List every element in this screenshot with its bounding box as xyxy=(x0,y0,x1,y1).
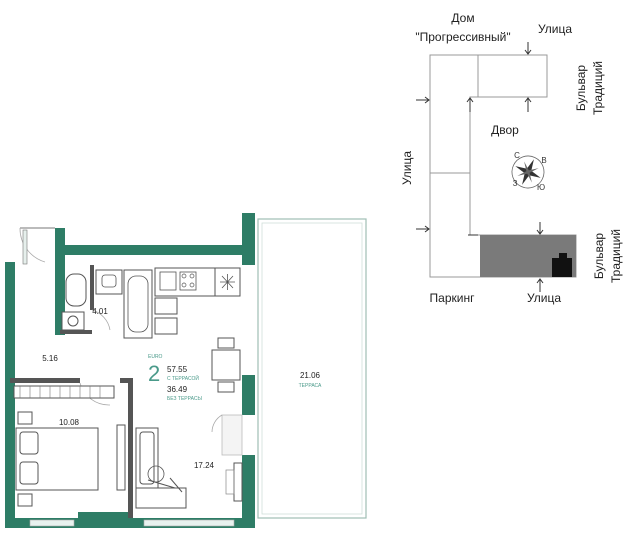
chair-icon xyxy=(217,381,235,393)
pillow-icon xyxy=(19,431,39,455)
wall-right-mid xyxy=(242,375,255,415)
compass-west: З xyxy=(513,179,518,188)
toilet-icon xyxy=(65,273,87,307)
wall-top xyxy=(55,245,245,255)
entry-door xyxy=(22,229,28,265)
net-area: 36.49 xyxy=(167,385,188,394)
sofa-corner-icon xyxy=(135,487,187,509)
total-area-note: С ТЕРРАСОЙ xyxy=(167,374,199,382)
bathtub-basin xyxy=(127,275,149,333)
bedroom-furniture xyxy=(13,385,126,507)
entrance-arrows xyxy=(416,42,544,292)
boulevard-bottom-line1: Бульвар xyxy=(592,233,606,280)
arrow-head-icon xyxy=(424,225,430,233)
dining-table xyxy=(211,349,241,381)
sink-basin xyxy=(101,274,117,288)
window-living xyxy=(143,519,235,527)
yard-label: Двор xyxy=(491,123,519,137)
sink-icon xyxy=(95,269,123,295)
bathroom-area-label: 4.01 xyxy=(92,307,108,316)
wall-top-left xyxy=(55,245,65,335)
washing-machine-icon xyxy=(61,311,85,331)
arrow-head-icon xyxy=(524,49,532,55)
stove-icon xyxy=(179,271,197,291)
street-left-label: Улица xyxy=(400,151,414,185)
burner-icon xyxy=(189,273,195,279)
arrow-head-icon xyxy=(466,97,474,103)
street-top-label: Улица xyxy=(538,22,572,36)
tv-stand-icon xyxy=(116,424,126,491)
interior-walls xyxy=(10,265,133,518)
bathroom-fixtures xyxy=(61,269,153,339)
washing-machine-drum xyxy=(67,315,79,327)
rooms-count: 2 xyxy=(148,361,160,386)
compass-north: С xyxy=(514,151,520,160)
wall-bedroom-right xyxy=(128,378,133,518)
burner-icon xyxy=(189,282,195,288)
total-area: 57.55 xyxy=(167,365,188,374)
site-plan: С В Ю З Дом "Прогрессивный" Улица Двор П… xyxy=(400,11,623,305)
person-figure-limbs xyxy=(147,477,183,493)
burner-icon xyxy=(181,282,187,288)
kitchen-sink-icon xyxy=(159,271,177,291)
fridge-icon xyxy=(214,267,241,297)
pillow-icon xyxy=(19,461,39,485)
tv-screen-icon xyxy=(225,469,235,495)
arrow-head-icon xyxy=(536,278,544,284)
wall-bottom-pier xyxy=(78,512,130,528)
burner-icon xyxy=(181,273,187,279)
wardrobe-icon xyxy=(13,385,115,399)
house-label-line1: Дом xyxy=(451,11,474,25)
wall-right-top xyxy=(242,213,255,265)
arrow-head-icon xyxy=(524,97,532,103)
oven-icon xyxy=(154,317,178,335)
wall-left xyxy=(5,262,15,528)
living-area-label: 17.24 xyxy=(194,461,215,470)
wall-bath-bottom xyxy=(60,330,92,334)
wall-right-bottom xyxy=(242,455,255,528)
terrace-area-label: 21.06 xyxy=(300,371,321,380)
terrace-door xyxy=(221,414,243,456)
snowflake-icon xyxy=(220,274,235,290)
kitchen xyxy=(154,267,241,335)
terrace-door-arc xyxy=(211,414,223,433)
kitchen-cabinet xyxy=(154,297,178,315)
apartment-summary: EURO 2 57.55 С ТЕРРАСОЙ 36.49 БЕЗ ТЕРРАС… xyxy=(148,354,202,402)
house-label-line2: "Прогрессивный" xyxy=(415,30,510,44)
arrow-head-icon xyxy=(536,229,544,235)
bedroom-area-label: 10.08 xyxy=(59,418,80,427)
wall-bedroom-top-right xyxy=(120,378,132,383)
terrace-label: ТЕРРАСА xyxy=(299,383,322,389)
living-furniture xyxy=(135,427,243,509)
tv-icon xyxy=(233,462,243,502)
unit-location-marker xyxy=(552,253,572,277)
parking-label: Паркинг xyxy=(430,291,476,305)
wall-entry-pier xyxy=(55,228,65,248)
nightstand-icon xyxy=(17,411,33,425)
bathroom-door-arc xyxy=(91,309,111,331)
type-label: EURO xyxy=(148,354,163,360)
terrace-inner-outline xyxy=(261,222,363,515)
arrow-head-icon xyxy=(424,96,430,104)
terrace-outline xyxy=(257,218,367,519)
sofa-cushion xyxy=(139,431,155,485)
wall-bath-right-top xyxy=(90,265,94,310)
net-area-note: БЕЗ ТЕРРАСЫ xyxy=(167,396,202,402)
street-bottom-label: Улица xyxy=(527,291,561,305)
compass-east: В xyxy=(541,156,546,165)
dining-set xyxy=(211,337,241,393)
compass-south: Ю xyxy=(537,183,545,192)
boulevard-top-line2: Традиций xyxy=(591,61,605,115)
wardrobe-hangers xyxy=(19,386,101,398)
hall-area-label: 5.16 xyxy=(42,354,58,363)
boulevard-bottom-line2: Традиций xyxy=(609,229,623,283)
floor-plan: 4.01 5.16 10.08 17.24 21.06 ТЕРРАСА EURO… xyxy=(5,213,367,528)
nightstand-icon xyxy=(17,493,33,507)
boulevard-top-line1: Бульвар xyxy=(574,65,588,112)
compass-rose-icon xyxy=(511,155,545,189)
window-bedroom xyxy=(29,519,75,527)
chair-icon xyxy=(217,337,235,349)
wall-bedroom-top xyxy=(10,378,80,383)
